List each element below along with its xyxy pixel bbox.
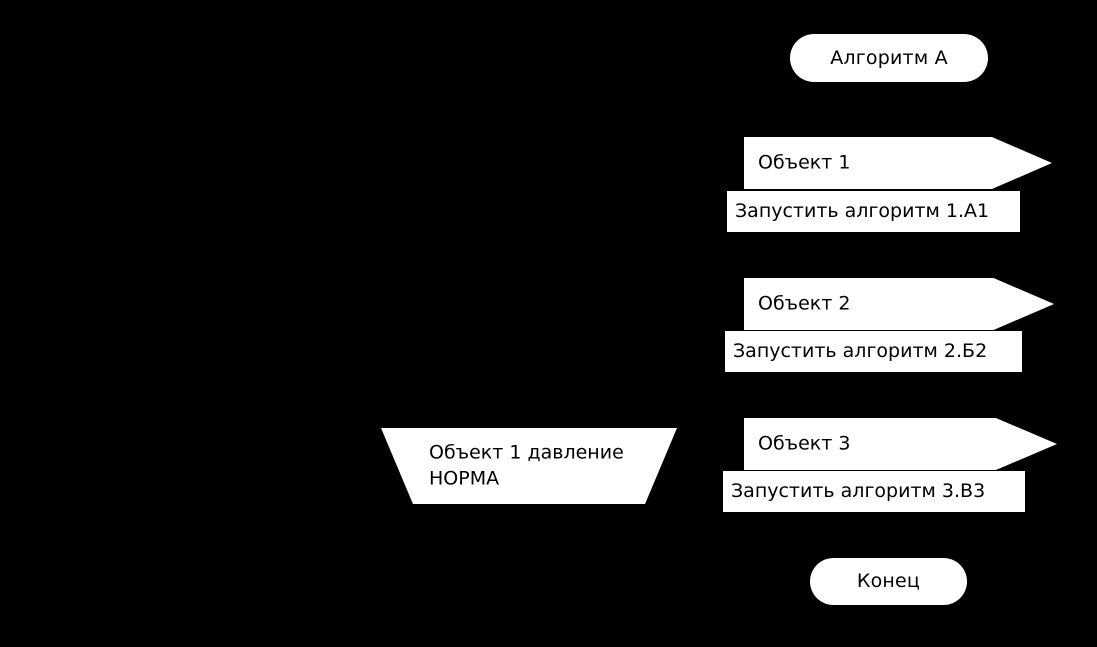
object-action-3-label: Запустить алгоритм 3.В3 bbox=[731, 480, 986, 502]
start-terminator[interactable]: Алгоритм А bbox=[790, 34, 988, 82]
condition-text: Объект 1 давление НОРМА bbox=[429, 440, 624, 491]
object-arrow-3-label: Объект 3 bbox=[758, 432, 851, 455]
object-arrow-1-label: Объект 1 bbox=[758, 151, 851, 174]
end-terminator[interactable]: Конец bbox=[810, 558, 967, 605]
start-terminator-label: Алгоритм А bbox=[830, 46, 948, 69]
object-arrow-3[interactable]: Объект 3 bbox=[744, 418, 1057, 470]
condition-line-2: НОРМА bbox=[429, 467, 500, 489]
end-terminator-label: Конец bbox=[856, 570, 921, 592]
object-action-2[interactable]: Запустить алгоритм 2.Б2 bbox=[724, 330, 1023, 373]
object-arrow-2[interactable]: Объект 2 bbox=[744, 278, 1054, 330]
object-action-1-label: Запустить алгоритм 1.A1 bbox=[735, 200, 990, 222]
object-action-2-label: Запустить алгоритм 2.Б2 bbox=[733, 340, 988, 362]
object-arrow-2-label: Объект 2 bbox=[758, 292, 851, 315]
object-action-1[interactable]: Запустить алгоритм 1.A1 bbox=[726, 190, 1021, 233]
object-action-3[interactable]: Запустить алгоритм 3.В3 bbox=[722, 470, 1026, 513]
condition-trapezoid[interactable]: Объект 1 давление НОРМА bbox=[381, 428, 677, 504]
condition-line-1: Объект 1 давление bbox=[429, 441, 624, 464]
object-arrow-1[interactable]: Объект 1 bbox=[744, 137, 1052, 189]
